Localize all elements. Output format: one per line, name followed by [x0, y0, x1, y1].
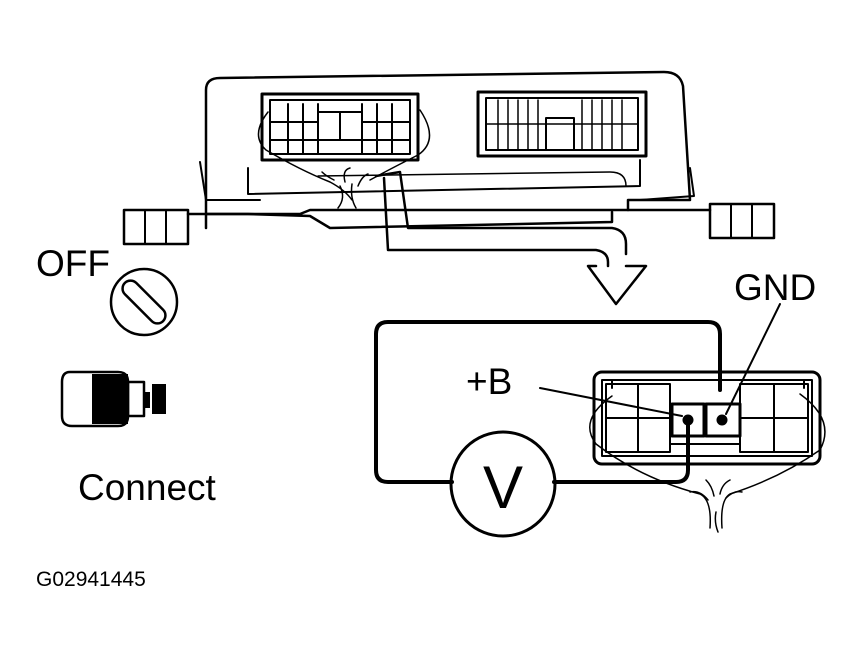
gnd-terminal — [704, 402, 742, 438]
connect-label: Connect — [78, 467, 217, 508]
ignition-key-off-icon — [109, 267, 179, 337]
ecu-left-bracket — [199, 161, 261, 201]
gnd-probe-point — [716, 414, 728, 426]
ecu-right-bracket — [639, 167, 695, 201]
ecu-harness-wires — [321, 167, 369, 209]
voltmeter-symbol: V — [483, 454, 523, 521]
down-arrow-icon — [586, 264, 648, 306]
plus-b-probe-point — [682, 414, 694, 426]
test-harness-outline — [589, 393, 826, 529]
ecu-unit — [122, 70, 776, 246]
gnd-label: GND — [734, 267, 816, 308]
voltmeter-circle — [449, 430, 557, 538]
plus-b-terminal — [670, 402, 706, 438]
plus-b-leader-line — [539, 387, 683, 417]
ecu-housing — [204, 70, 692, 230]
connector-plug-icon — [60, 370, 166, 428]
ecu-right-connector — [476, 90, 648, 158]
figure-code: G02941445 — [36, 568, 146, 591]
ecu-right-mount-tab — [708, 202, 776, 240]
ignition-off-label: OFF — [36, 243, 110, 284]
ecu-left-mount-tab — [122, 208, 190, 246]
ecu-left-connector — [260, 92, 420, 162]
ecu-harness-outline — [257, 109, 431, 201]
connector-path-inner — [382, 176, 610, 268]
gnd-leader-line — [725, 303, 781, 415]
test-connector — [592, 370, 822, 466]
plus-b-label: +B — [466, 361, 512, 402]
circuit-wire-gnd — [374, 320, 722, 484]
voltmeter: V — [449, 430, 557, 538]
connector-path-outer — [374, 170, 628, 256]
circuit-wire-plus-b — [552, 418, 690, 484]
test-harness-wires — [689, 479, 743, 533]
